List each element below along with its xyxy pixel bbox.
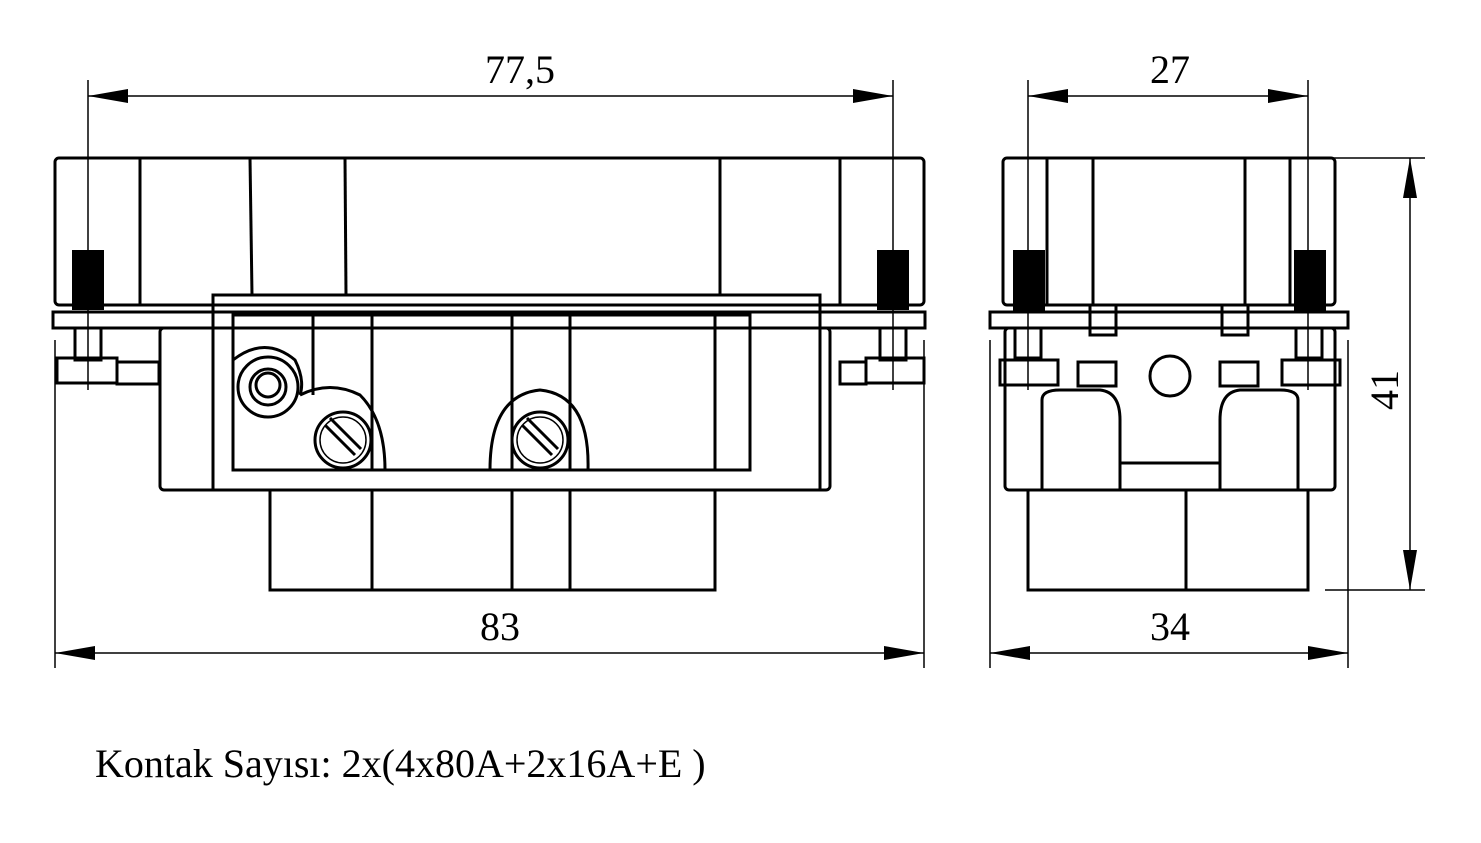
screw-icon [313, 410, 373, 470]
bolt-icon [1294, 250, 1326, 312]
side-view [988, 156, 1350, 592]
bolt-icon [1013, 250, 1045, 312]
screw-icon [510, 410, 570, 470]
dim-front-top-width: 77,5 [485, 47, 555, 92]
contact-count-caption: Kontak Sayısı: 2x(4x80A+2x16A+E ) [95, 741, 706, 786]
front-view [51, 156, 927, 592]
dim-side-overall-width: 34 [1150, 604, 1190, 649]
dim-side-top-width: 27 [1150, 47, 1190, 92]
dim-front-overall-width: 83 [480, 604, 520, 649]
dim-height: 41 [1362, 370, 1407, 410]
dimension-lines [54, 80, 1425, 668]
